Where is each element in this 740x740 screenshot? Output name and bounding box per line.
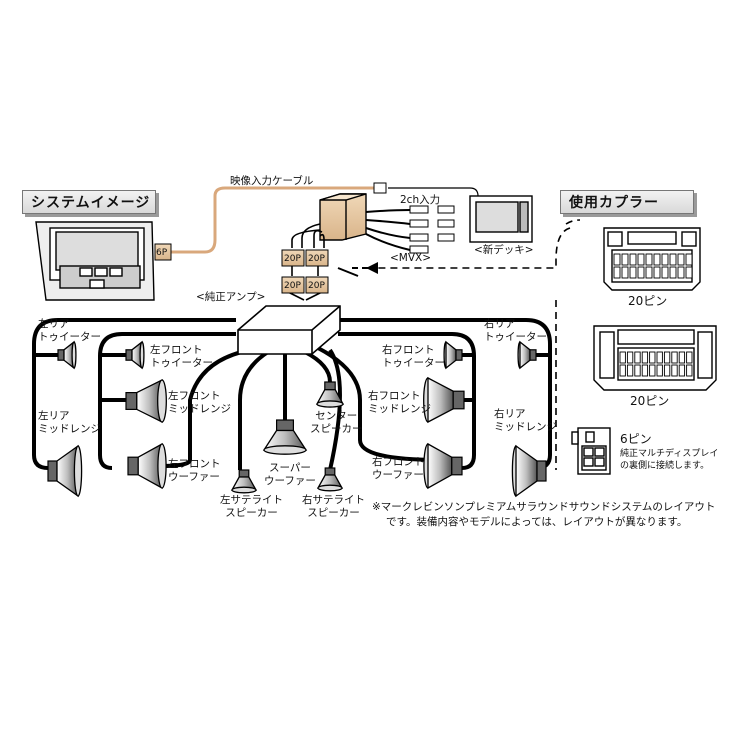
center-speaker-label: センタースピーカー bbox=[310, 410, 363, 435]
layout-footnote: ※マークレビンソンプレミアムサラウンドサウンドシステムのレイアウト です。装備内… bbox=[372, 501, 716, 528]
coupler-20pin-b-pins bbox=[619, 351, 693, 377]
20p-connectors bbox=[281, 249, 329, 294]
20p-label-1: 20P bbox=[284, 254, 301, 264]
center-speaker bbox=[315, 381, 345, 408]
right-front-tweeter-label: 右フロントトゥイーター bbox=[382, 344, 445, 369]
speakers bbox=[47, 340, 547, 498]
left-satellite-speaker-label: 左サテライトスピーカー bbox=[220, 494, 283, 519]
right-satellite-speaker-label: 右サテライトスピーカー bbox=[302, 494, 365, 519]
right-rear-tweeter-speaker bbox=[517, 340, 537, 370]
right-rear-midrange-label: 右リアミッドレンジ bbox=[494, 408, 557, 433]
super-woofer-speaker bbox=[262, 419, 308, 455]
6p-label: 6P bbox=[156, 248, 168, 258]
couplers-header: 使用カプラー bbox=[560, 190, 694, 214]
2ch-input-label: 2ch入力 bbox=[400, 194, 441, 206]
original-head-unit bbox=[35, 221, 155, 301]
genuine-amp bbox=[237, 305, 341, 355]
new-deck-label: <新デッキ> bbox=[474, 244, 534, 256]
left-rear-tweeter-label: 左リアトゥイーター bbox=[38, 318, 101, 343]
left-front-midrange-speaker bbox=[125, 378, 167, 424]
left-satellite-speaker bbox=[230, 469, 258, 494]
coupler-20pin-a-label: 20ピン bbox=[628, 294, 668, 308]
right-front-woofer-label: 右フロントウーファー bbox=[372, 456, 425, 481]
speaker-wiring bbox=[32, 318, 552, 471]
left-front-woofer-label: 左フロントウーファー bbox=[168, 458, 221, 483]
20p-label-4: 20P bbox=[308, 281, 325, 291]
right-rear-tweeter-label: 右リアトゥイーター bbox=[484, 318, 547, 343]
video-cable-label: 映像入力ケーブル bbox=[230, 175, 314, 187]
left-front-midrange-label: 左フロントミッドレンジ bbox=[168, 390, 231, 415]
super-woofer-label: スーパーウーファー bbox=[264, 462, 316, 487]
left-front-tweeter-speaker bbox=[125, 340, 145, 370]
coupler-20pin-b-label: 20ピン bbox=[630, 394, 670, 408]
left-rear-midrange-label: 左リアミッドレンジ bbox=[38, 410, 101, 435]
genuine-amp-label: <純正アンプ> bbox=[196, 291, 266, 303]
coupler-6pin-label: 6ピン bbox=[620, 432, 652, 446]
left-rear-midrange-speaker bbox=[47, 444, 83, 498]
new-deck bbox=[469, 195, 533, 243]
video-input-cable bbox=[168, 186, 376, 254]
coupler-link-arrow bbox=[378, 227, 571, 269]
mvx-label: <MVX> bbox=[390, 252, 432, 264]
coupler-20pin-a-pins bbox=[613, 253, 693, 279]
right-rear-midrange-speaker bbox=[511, 444, 547, 498]
left-front-woofer-speaker bbox=[127, 442, 167, 490]
coupler-6pin bbox=[571, 427, 611, 475]
20p-label-3: 20P bbox=[284, 281, 301, 291]
6p-connector bbox=[154, 243, 172, 261]
right-satellite-speaker bbox=[316, 467, 344, 492]
rca-cables bbox=[365, 209, 411, 251]
20p-label-2: 20P bbox=[308, 254, 325, 264]
left-rear-tweeter-speaker bbox=[57, 340, 77, 370]
right-front-tweeter-speaker bbox=[443, 340, 463, 370]
right-front-woofer-speaker bbox=[423, 442, 463, 490]
system-image-header: システムイメージ bbox=[22, 190, 156, 214]
left-front-tweeter-label: 左フロントトゥイーター bbox=[150, 344, 213, 369]
coupler-6pin-note: 純正マルチディスプレイの裏側に接続します。 bbox=[620, 449, 719, 471]
right-front-midrange-label: 右フロントミッドレンジ bbox=[368, 390, 431, 415]
right-front-midrange-speaker bbox=[423, 376, 465, 424]
mvx-module bbox=[319, 193, 367, 241]
